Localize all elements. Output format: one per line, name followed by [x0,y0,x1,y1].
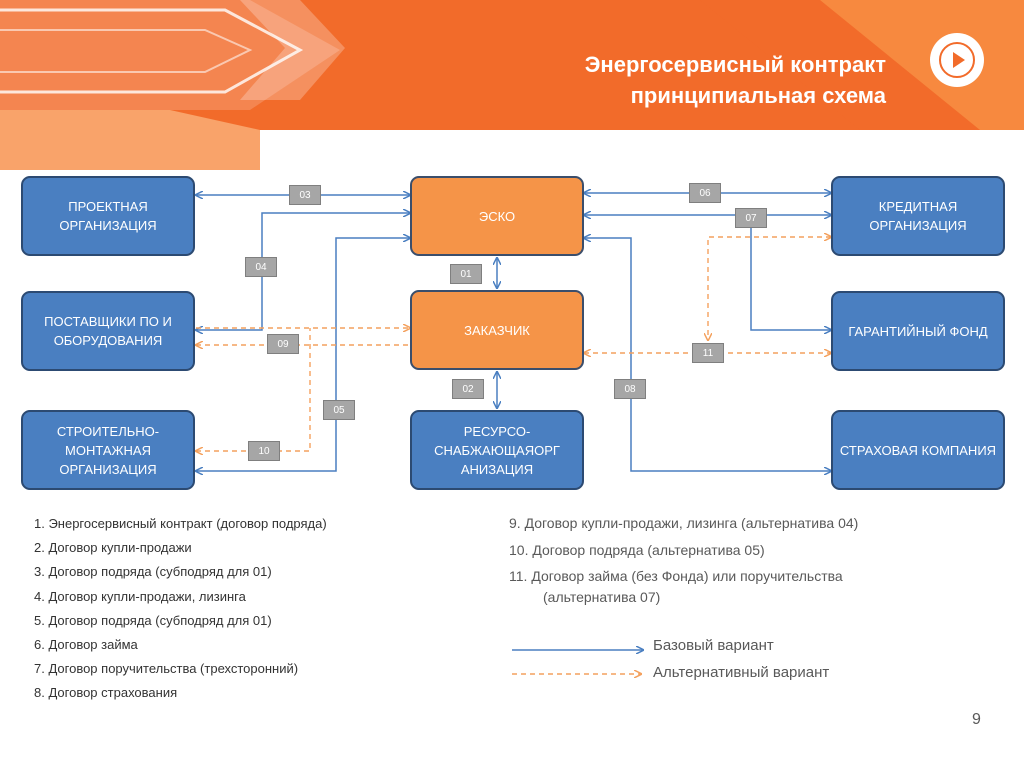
list-item: 2. Договор купли-продажи [34,540,192,556]
page-number: 9 [972,711,981,728]
contract-badge-01: 01 [450,264,482,284]
list-item: 7. Договор поручительства (трехсторонний… [34,661,299,677]
contract-badge-07: 07 [735,208,767,228]
list-item: 5. Договор подряда (субподряд для 01) [34,612,272,628]
contract-badge-08: 08 [614,379,646,399]
contract-badge-03: 03 [289,185,321,205]
legend-base-variant: Базовый вариант [653,637,774,654]
contract-badge-09: 09 [267,334,299,354]
list-item: 9. Договор купли-продажи, лизинга (альте… [509,515,859,531]
contract-badge-04: 04 [245,257,277,277]
play-icon [939,42,975,78]
contract-badge-02: 02 [452,379,484,399]
node-insurance-company[interactable]: СТРАХОВАЯ КОМПАНИЯ [831,410,1005,490]
slide-subtitle: принципиальная схема [630,83,886,108]
node-credit-organization[interactable]: КРЕДИТНАЯ ОРГАНИЗАЦИЯ [831,176,1005,256]
list-item: 1. Энергосервисный контракт (договор под… [34,516,327,531]
contract-badge-05: 05 [323,400,355,420]
contract-badge-10: 10 [248,441,280,461]
node-guarantee-fund[interactable]: ГАРАНТИЙНЫЙ ФОНД [831,291,1005,371]
node-esco[interactable]: ЭСКО [410,176,584,256]
node-project-organization[interactable]: ПРОЕКТНАЯ ОРГАНИЗАЦИЯ [21,176,195,256]
contracts-list-left: 1. Энергосервисный контракт (договор под… [34,512,327,706]
header-banner [0,0,1024,170]
list-item: 11. Договор займа (без Фонда) или поручи… [509,568,843,584]
list-item: (альтернатива 07) [543,589,661,605]
play-button[interactable] [930,33,984,87]
node-construction-organization[interactable]: СТРОИТЕЛЬНО-МОНТАЖНАЯ ОРГАНИЗАЦИЯ [21,410,195,490]
list-item: 10. Договор подряда (альтернатива 05) [509,542,765,558]
slide-title: Энергосервисный контракт [584,52,886,77]
contracts-list-right: 9. Договор купли-продажи, лизинга (альте… [509,513,858,608]
legend-alt-variant: Альтернативный вариант [653,664,830,681]
list-item: 3. Договор подряда (субподряд для 01) [34,564,272,580]
node-resource-supply[interactable]: РЕСУРСО-СНАБЖАЮЩАЯОРГ АНИЗАЦИЯ [410,410,584,490]
list-item: 6. Договор займа [34,636,138,652]
contract-badge-06: 06 [689,183,721,203]
list-item: 8. Договор страхования [34,685,178,701]
contract-badge-11: 11 [692,343,724,363]
node-suppliers[interactable]: ПОСТАВЩИКИ ПО И ОБОРУДОВАНИЯ [21,291,195,371]
node-customer[interactable]: ЗАКАЗЧИК [410,290,584,370]
list-item: 4. Договор купли-продажи, лизинга [34,588,246,604]
